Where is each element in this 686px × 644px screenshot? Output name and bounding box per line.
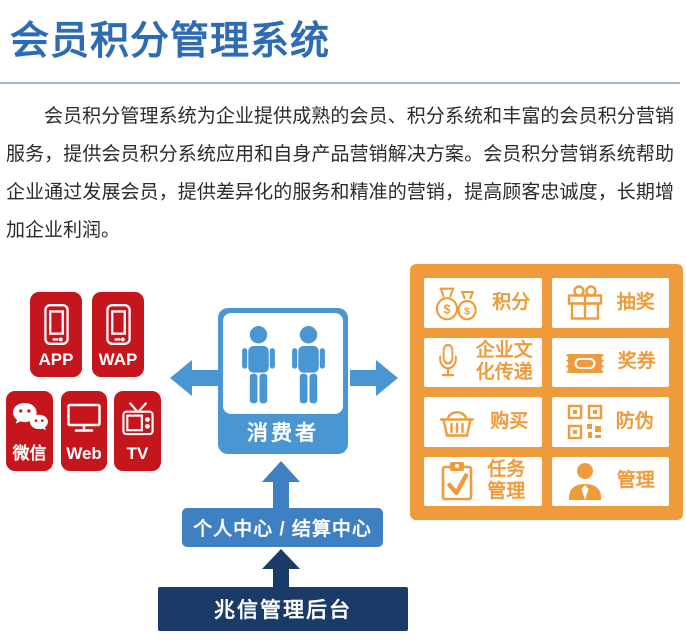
tv-icon [121, 402, 154, 436]
feature-lottery: 抽奖 [551, 278, 669, 328]
person-icon [568, 463, 601, 501]
channel-label: WAP [98, 350, 138, 369]
basket-icon [440, 410, 475, 437]
monitor-icon [67, 403, 101, 432]
arrow-up-icon [262, 549, 300, 587]
feature-label: 奖券 [617, 351, 656, 373]
feature-label: 积分 [492, 291, 531, 313]
microphone-icon [438, 344, 457, 377]
intro-paragraph: 会员积分管理系统为企业提供成熟的会员、积分系统和丰富的会员积分营销服务，提供会员… [6, 106, 674, 241]
backend-box: 兆信管理后台 [158, 587, 408, 631]
ticket-icon [564, 353, 605, 373]
page-title: 会员积分管理系统 [10, 20, 331, 63]
smartphone-icon [105, 304, 131, 345]
feature-coupon: 奖券 [551, 337, 669, 387]
channel-wechat: 微信 [6, 391, 53, 471]
channel-web: Web [61, 391, 107, 471]
features-panel: $ $ 积分 抽奖 [410, 264, 683, 520]
feature-points: $ $ 积分 [424, 278, 542, 328]
feature-purchase: 购买 [424, 397, 542, 447]
channel-tv: TV [114, 391, 161, 471]
personal-center-box: 个人中心 / 结算中心 [182, 508, 383, 547]
person-icon [241, 326, 275, 404]
qr-code-icon [567, 404, 602, 439]
system-diagram: APP WAP 微信 [0, 250, 686, 644]
arrow-up-icon [262, 461, 300, 508]
clipboard-check-icon [441, 462, 473, 501]
feature-label: 企业文化传递 [475, 340, 533, 384]
channel-label: Web [66, 444, 102, 463]
feature-label: 防伪 [615, 410, 654, 432]
person-icon [291, 326, 325, 404]
gift-icon [567, 285, 602, 320]
svg-text:$: $ [444, 302, 451, 316]
feature-label: 抽奖 [616, 291, 655, 313]
feature-label: 管理 [616, 470, 655, 492]
consumer-box: 消费者 [218, 308, 348, 454]
title-divider [0, 82, 680, 84]
channel-label: 微信 [12, 444, 47, 463]
feature-anti-fake: 防伪 [551, 397, 669, 447]
arrow-right-icon [350, 360, 398, 396]
consumer-figures [223, 313, 343, 414]
channel-label: APP [38, 350, 74, 369]
channel-app: APP [30, 292, 82, 377]
svg-text:$: $ [464, 305, 470, 317]
money-bags-icon: $ $ [436, 287, 477, 321]
feature-culture: 企业文化传递 [424, 337, 542, 387]
consumer-label: 消费者 [247, 422, 319, 445]
feature-label: 购买 [490, 410, 529, 432]
channel-label: TV [126, 444, 149, 463]
feature-task-management: 任务管理 [424, 456, 542, 506]
feature-label: 任务管理 [487, 459, 526, 503]
smartphone-icon [43, 304, 69, 345]
feature-management: 管理 [551, 456, 669, 506]
wechat-icon [12, 402, 48, 431]
channel-wap: WAP [92, 292, 144, 377]
arrow-left-icon [170, 360, 218, 396]
